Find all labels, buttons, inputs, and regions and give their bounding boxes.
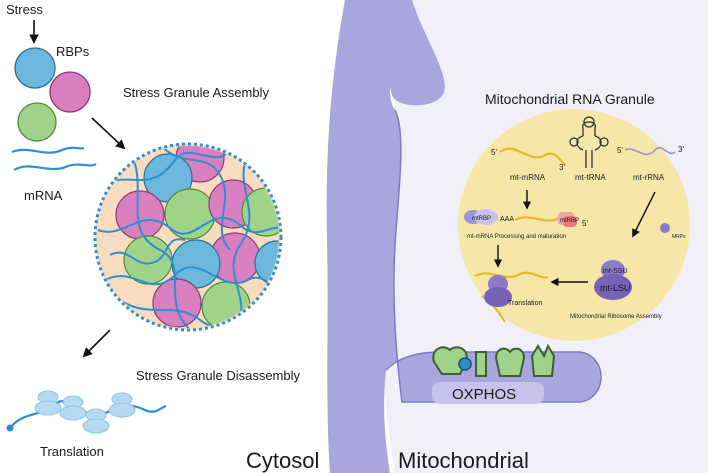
rbps-label: RBPs	[56, 44, 90, 59]
mrna-label: mRNA	[24, 188, 63, 203]
mt-lsu-icon	[594, 274, 632, 300]
rbp-blue	[14, 47, 56, 89]
translation-label: Translation	[40, 444, 104, 459]
cytosol-label: Cytosol	[246, 448, 319, 473]
polya-label: AAA	[500, 216, 514, 223]
disassembly-label: Stress Granule Disassembly	[136, 368, 300, 383]
assembly-arrow	[91, 117, 126, 150]
mt-mrna-5prime: 5'	[491, 148, 497, 157]
ribosome-assembly-label: Mitochondrial Ribosome Assembly	[570, 314, 662, 320]
mt-rrna-3prime: 3'	[678, 145, 684, 154]
mrps-arrow	[632, 191, 656, 238]
mrna-cap	[6, 424, 14, 432]
mtrbp-left-label: mtRBP	[472, 216, 491, 222]
disassembly-arrow	[82, 329, 111, 358]
mt-translation-label: Translation	[508, 300, 542, 307]
processed-mrna	[514, 216, 561, 222]
mt-mrna-strand	[499, 147, 566, 166]
mt-mrna-label: mt-mRNA	[510, 173, 546, 182]
mt-translation-mrna-1	[474, 271, 549, 279]
mt-trna-icon	[569, 116, 609, 168]
oxphos-complexes	[432, 343, 556, 377]
mt-mrna-3prime: 3'	[559, 163, 565, 172]
mrna-strand-1	[11, 146, 85, 154]
rna-granule-title: Mitochondrial RNA Granule	[485, 91, 655, 107]
mitochondrial-label: Mitochondrial	[398, 448, 529, 473]
mtrbp-right-b	[563, 216, 577, 227]
mrps-label: MRPs	[672, 234, 686, 240]
mt-rrna-strand	[624, 146, 676, 156]
cytosolic-ribosomes	[34, 390, 136, 434]
rbp-pink	[49, 71, 91, 113]
mt-trna-label: mt-tRNA	[575, 173, 606, 182]
mtrbp-left-b	[474, 209, 498, 225]
mrps-icon	[660, 223, 670, 233]
assembly-label: Stress Granule Assembly	[123, 85, 269, 100]
mt-lsu-label: mt-LSU	[600, 283, 631, 293]
oxphos-box	[432, 382, 544, 404]
mt-rrna-label: mt-rRNA	[633, 173, 665, 182]
granule-contents	[97, 146, 279, 328]
mtrbp-right-label: mtRBP	[560, 218, 579, 224]
rbp-green	[17, 102, 57, 142]
mrna-strand-2	[13, 163, 97, 171]
cristae-fold	[387, 0, 445, 106]
mt-ribosome-large	[484, 287, 512, 307]
stress-label: Stress	[6, 2, 43, 17]
processing-label: mt-mRNA Processing and maturation	[467, 234, 566, 240]
oxphos-label: OXPHOS	[452, 386, 516, 403]
mt-rrna-5prime: 5'	[617, 146, 623, 155]
processed-5prime: 5'	[582, 219, 588, 228]
cytochrome-c-icon	[458, 357, 472, 371]
mt-ssu-label: mt-SSU	[603, 268, 628, 275]
